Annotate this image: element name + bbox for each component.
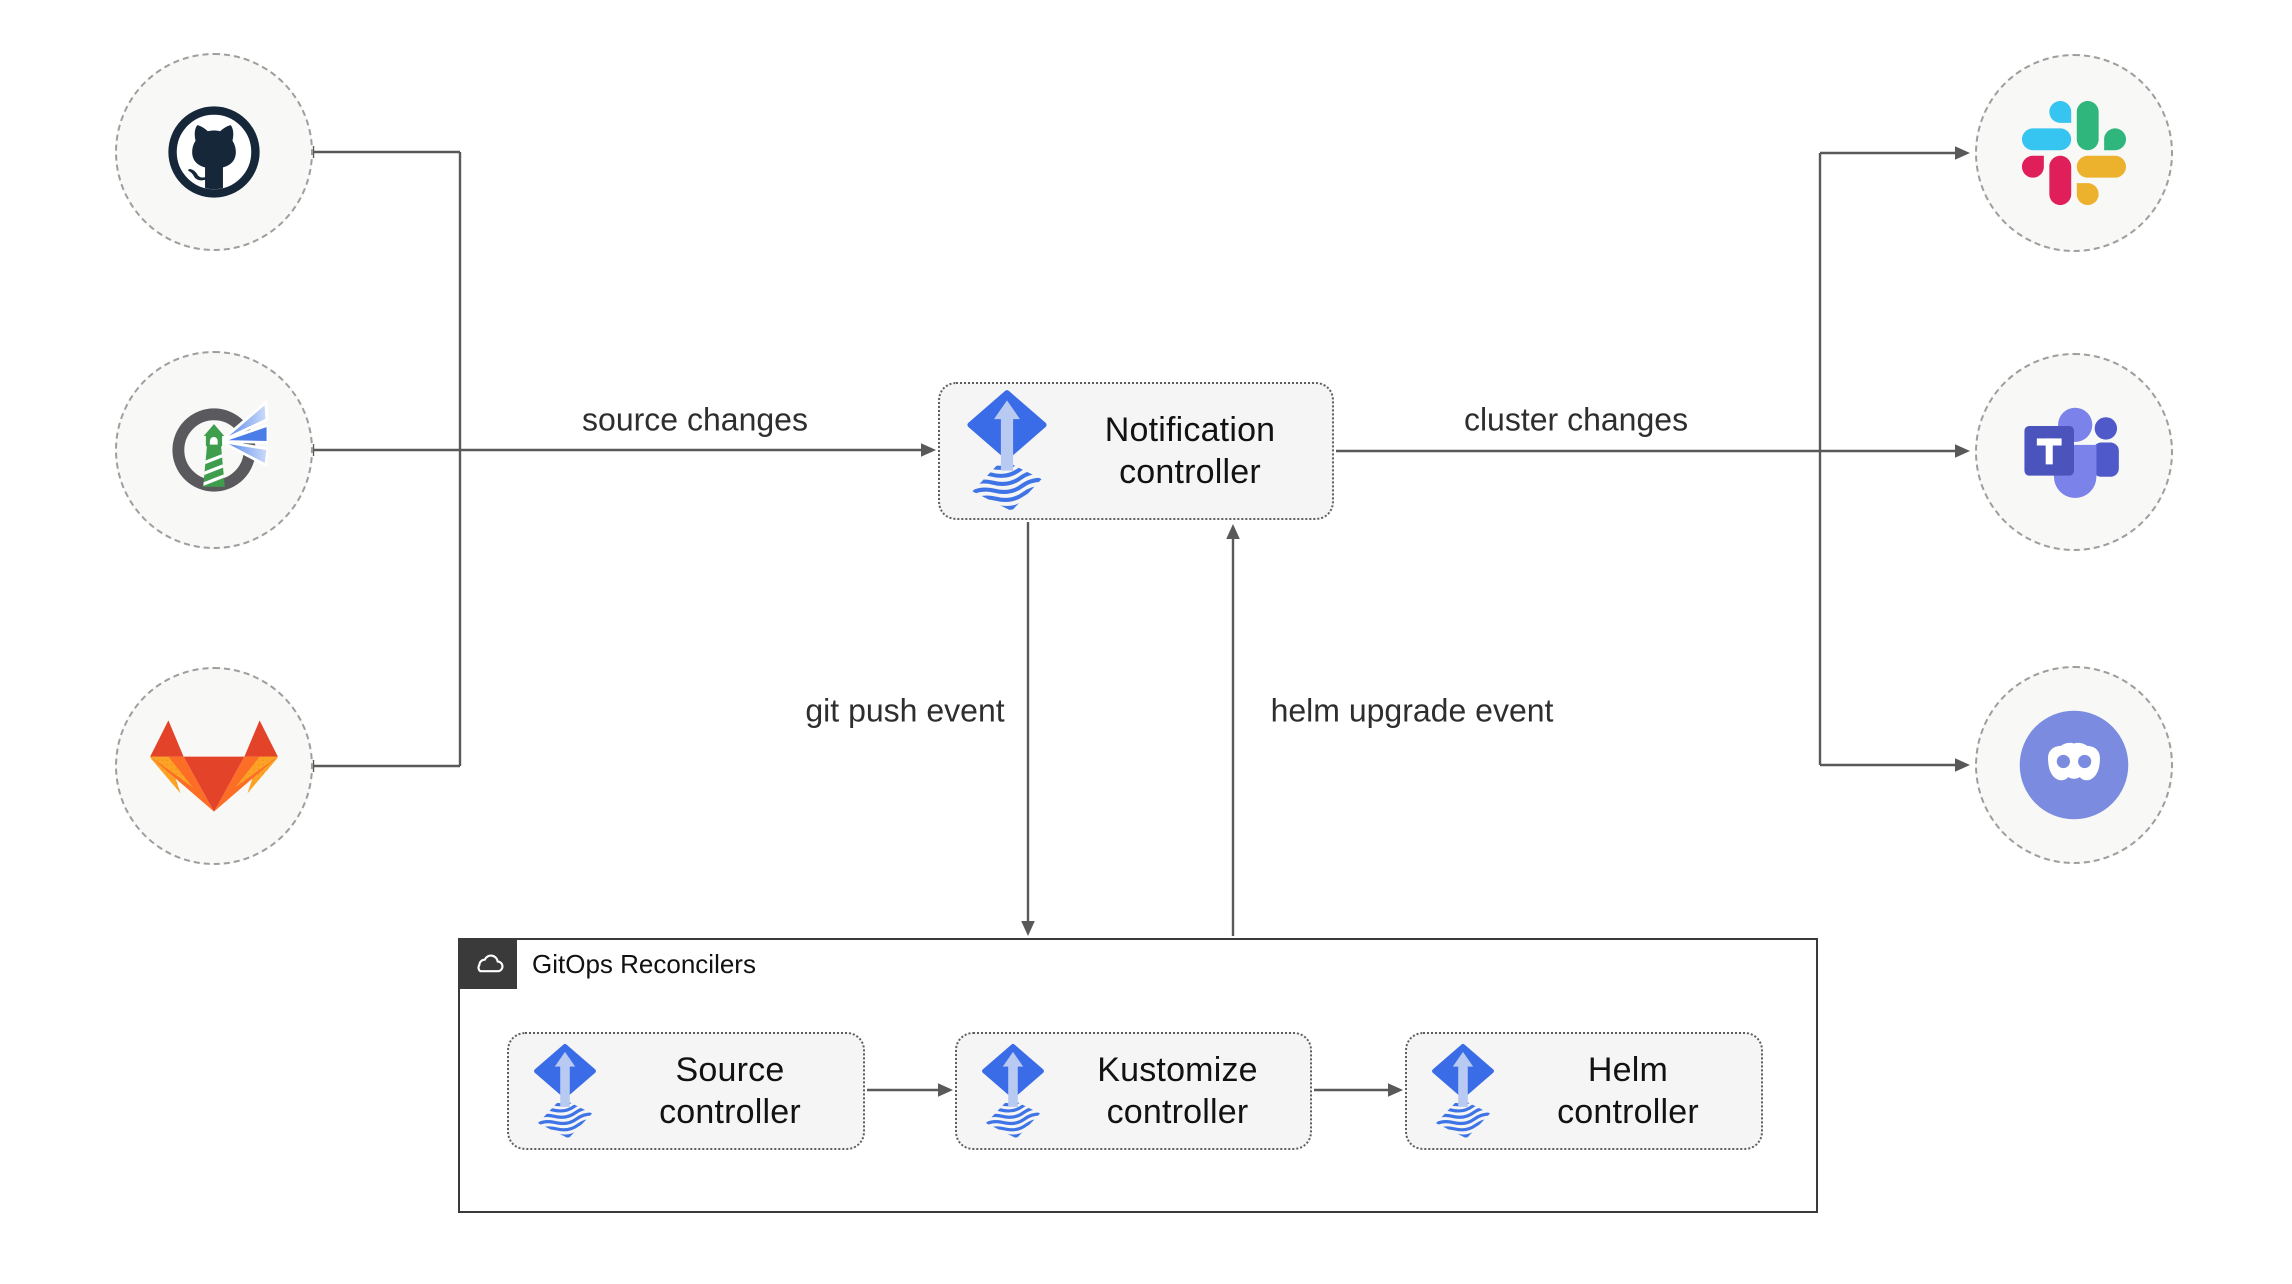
edge-label-git-push-event: git push event (805, 692, 1005, 729)
source-controller-label: Source controller (597, 1049, 863, 1133)
notification-controller-node: Notification controller (938, 382, 1334, 520)
teams-icon (2024, 407, 2119, 499)
edge-label-source-changes: source changes (582, 401, 808, 438)
arrowhead-kustomize (938, 1083, 953, 1097)
source-controller-node: Source controller (507, 1032, 865, 1150)
edge-label-helm-upgrade-event: helm upgrade event (1270, 692, 1554, 729)
container-badge (460, 940, 517, 989)
notification-label-line1: Notification (1104, 410, 1276, 449)
helm-controller-node: Helm controller (1405, 1032, 1763, 1150)
source-node-github (115, 53, 313, 251)
target-node-discord (1975, 666, 2173, 864)
source-label-line2: controller (659, 1093, 801, 1131)
arrowhead-source-changes (921, 443, 936, 457)
discord-icon (2019, 710, 2129, 820)
slack-icon (2022, 101, 2126, 205)
notification-controller-label: Notification controller (1048, 409, 1332, 493)
kustomize-label-line2: controller (1106, 1093, 1249, 1131)
gitlab-icon (150, 720, 278, 812)
edge-label-cluster-changes: cluster changes (1463, 401, 1689, 438)
helm-label-line1: Helm (1587, 1050, 1669, 1089)
arrowhead-helm-upgrade (1226, 524, 1240, 539)
kustomize-label-line1: Kustomize (1097, 1050, 1258, 1089)
harbor-icon (172, 399, 268, 492)
arrowhead-teams (1955, 444, 1970, 458)
gitops-reconcilers-container: GitOps Reconcilers (458, 938, 1818, 1213)
source-node-gitlab (115, 667, 313, 865)
flux-icon (1432, 1043, 1494, 1140)
source-label-line1: Source (675, 1050, 785, 1089)
target-node-teams (1975, 353, 2173, 551)
arrowhead-helm (1388, 1083, 1403, 1097)
helm-label-line2: controller (1557, 1093, 1699, 1131)
kustomize-controller-label: Kustomize controller (1045, 1049, 1310, 1133)
flux-icon (967, 390, 1047, 513)
helm-controller-label: Helm controller (1495, 1049, 1761, 1133)
source-node-harbor (115, 351, 313, 549)
arrowhead-git-push (1021, 921, 1035, 936)
flux-icon (534, 1043, 596, 1140)
kustomize-controller-node: Kustomize controller (955, 1032, 1312, 1150)
notification-label-line2: controller (1119, 453, 1261, 491)
cloud-icon (476, 954, 503, 973)
arrowhead-discord (1955, 758, 1970, 772)
flux-icon (982, 1043, 1044, 1140)
arrowhead-slack (1955, 146, 1970, 160)
container-title: GitOps Reconcilers (532, 949, 756, 979)
github-icon (168, 106, 260, 198)
target-node-slack (1975, 54, 2173, 252)
